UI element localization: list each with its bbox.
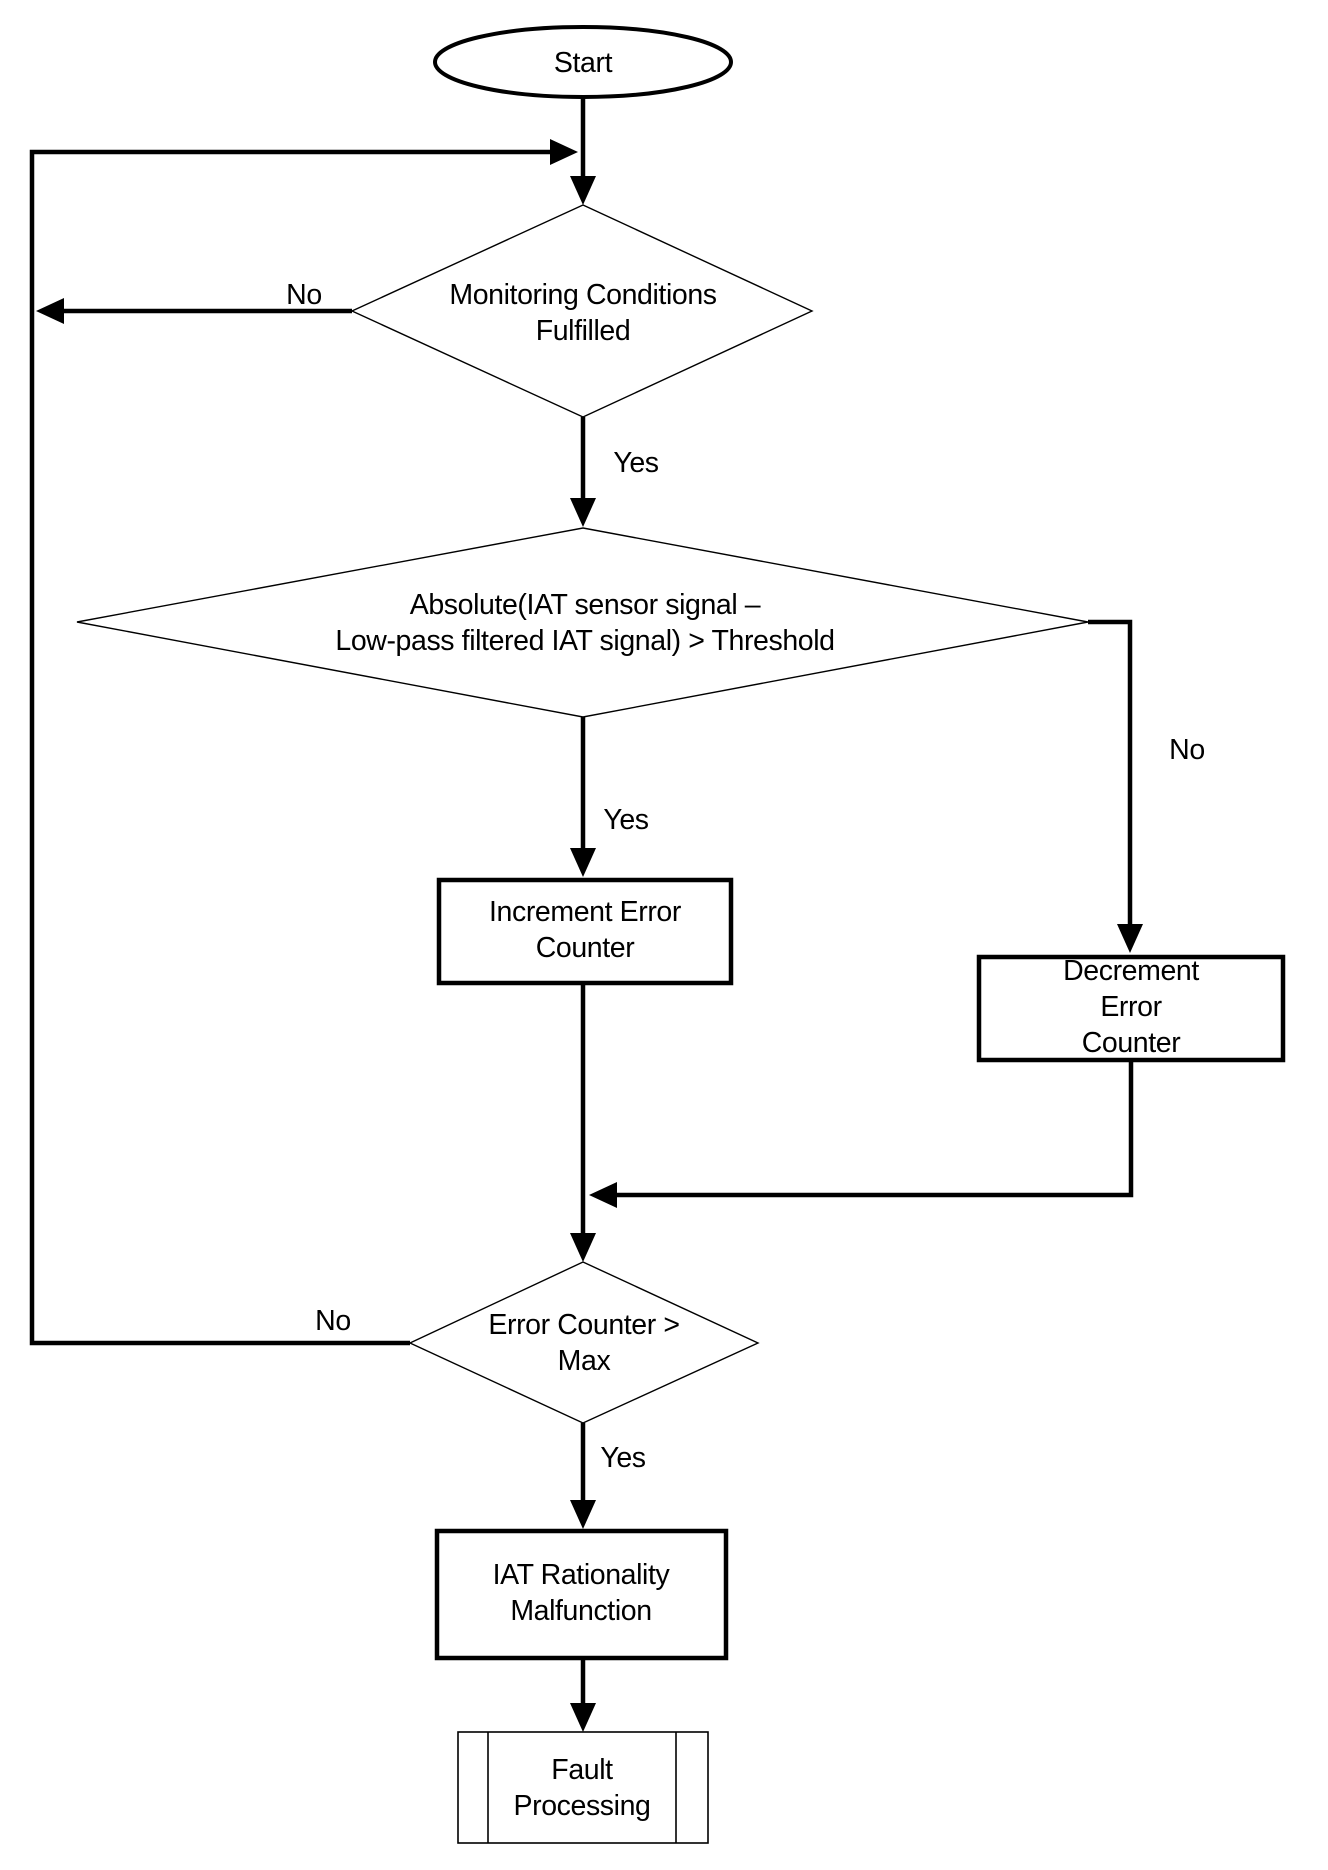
arrowhead-threshold-no <box>1117 924 1143 953</box>
monitoring-no-label: No <box>286 279 322 311</box>
decrement-process-box-shape <box>976 954 1286 1063</box>
feedback-loop-line <box>29 149 552 1346</box>
increment-process-label: Increment Error Counter <box>489 896 681 964</box>
arrowhead-into-counter <box>570 1233 596 1262</box>
increment-process-box-shape <box>436 877 734 986</box>
arrowhead-monitoring-yes <box>570 498 596 527</box>
monitoring-yes-label: Yes <box>613 447 659 479</box>
arrow-decrement-merge <box>615 1062 1134 1198</box>
counter-yes-label: Yes <box>600 1442 646 1474</box>
arrowhead-threshold-yes <box>570 848 596 877</box>
fault-process-outer-rect <box>457 1731 709 1844</box>
decrement-process-label: Decrement Error Counter <box>1063 955 1199 1059</box>
arrowhead-monitoring-no <box>36 298 64 324</box>
arrowhead-counter-yes <box>570 1500 596 1529</box>
arrowhead-loop-into-main <box>550 139 578 165</box>
malfunction-process-label: IAT Rationality Malfunction <box>492 1559 670 1627</box>
malfunction-process-box-shape <box>434 1528 729 1661</box>
arrowhead-decrement-merge <box>589 1182 617 1208</box>
arrowhead-into-fault <box>570 1703 596 1732</box>
threshold-decision-label: Absolute(IAT sensor signal – Low-pass fi… <box>335 589 835 657</box>
fault-process-label: Fault Processing <box>513 1754 651 1822</box>
threshold-no-label: No <box>1169 734 1205 766</box>
fault-predefined-process-shape <box>457 1731 709 1844</box>
counter-decision-label: Error Counter > Max <box>488 1309 680 1377</box>
threshold-yes-label: Yes <box>603 804 649 836</box>
monitoring-decision-label: Monitoring Conditions Fulfilled <box>449 279 717 347</box>
arrowhead-into-monitoring <box>570 176 596 205</box>
arrow-threshold-no <box>1088 619 1133 926</box>
start-terminator-label: Start <box>553 47 613 79</box>
counter-no-label: No <box>315 1305 351 1337</box>
